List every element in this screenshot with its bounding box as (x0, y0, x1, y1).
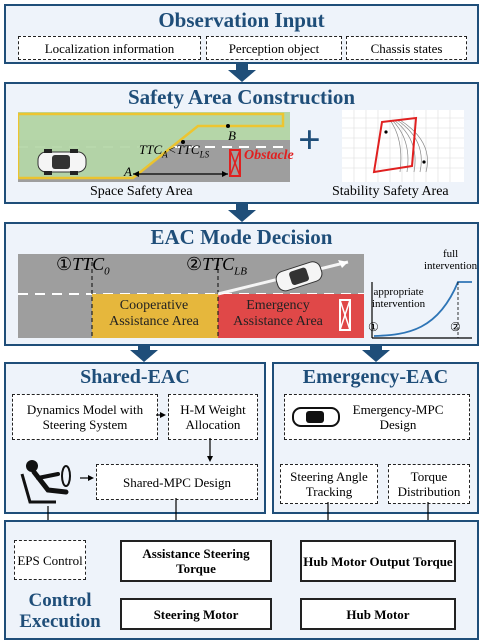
control-title: Control Execution (19, 590, 101, 632)
arrow-obs-to-safety (228, 64, 256, 82)
eac-obstacle-icon (339, 299, 351, 331)
shared-mpc-box: Shared-MPC Design (96, 464, 258, 500)
coop-area-label: Cooperative Assistance Area (109, 298, 199, 329)
steering-angle-box: Steering Angle Tracking (280, 464, 378, 504)
stability-safety-diagram (342, 110, 464, 182)
driver-icon (20, 460, 71, 504)
obstacle-icon (229, 149, 241, 177)
arrow-eac-to-emergency (362, 344, 390, 362)
shared-eac-title: Shared-EAC (80, 366, 190, 388)
dynamics-model-box: Dynamics Model with Steering System (12, 394, 158, 440)
stability-safety-label: Stability Safety Area (332, 184, 449, 199)
obstacle-label: Obstacle (244, 148, 294, 163)
space-safety-label: Space Safety Area (90, 184, 193, 199)
arrow-safety-to-eac (228, 204, 256, 222)
safety-title: Safety Area Construction (127, 85, 356, 109)
observation-title: Observation Input (158, 8, 325, 32)
curve-marker-2: ② (450, 320, 461, 334)
eac-panel: EAC Mode Decision ①TTC0 ②TTCLB Cooperati… (4, 222, 479, 346)
ttc-condition: TTCA<TTCLS (139, 142, 210, 160)
hub-motor-box: Hub Motor (300, 598, 456, 630)
perception-box: Perception object (206, 36, 342, 60)
safety-panel: Safety Area Construction B A TTCA<TTCLS (4, 82, 479, 204)
hub-output-box: Hub Motor Output Torque (300, 540, 456, 582)
arrow-eac-to-shared (130, 344, 158, 362)
emergency-eac-panel: Emergency-EAC Emergency-MPC Design Steer… (272, 362, 479, 514)
ego-car-icon (37, 149, 87, 175)
eac-title: EAC Mode Decision (150, 225, 333, 249)
ttclb-label: ②TTCLB (186, 254, 248, 278)
assist-torque-box: Assistance Steering Torque (120, 540, 272, 582)
intervention-curve (371, 281, 472, 339)
observation-panel: Observation Input Localization informati… (4, 4, 479, 64)
shared-eac-panel: Shared-EAC Dynamics Model with Steering … (4, 362, 266, 514)
eac-car-icon (275, 261, 323, 292)
eac-road-diagram (18, 254, 364, 338)
emerg-area-label: Emergency Assistance Area (233, 298, 323, 329)
torque-distribution-box: Torque Distribution (388, 464, 470, 504)
point-a-label: A (124, 164, 132, 179)
space-safety-diagram (18, 112, 290, 182)
full-intervention-label: full intervention (424, 248, 478, 272)
localization-box: Localization information (18, 36, 201, 60)
eps-control-box: EPS Control (14, 540, 86, 580)
point-b-label: B (228, 128, 236, 143)
emergency-eac-title: Emergency-EAC (302, 366, 449, 388)
hm-weight-box: H-M Weight Allocation (168, 394, 258, 440)
appropriate-intervention-label: appropriate intervention (372, 286, 426, 310)
steering-motor-box: Steering Motor (120, 598, 272, 630)
chassis-box: Chassis states (346, 36, 467, 60)
plus-sign: + (298, 117, 321, 162)
curve-marker-1: ① (368, 320, 379, 334)
emergency-car-icon (292, 407, 340, 427)
ttc0-label: ①TTC0 (56, 254, 110, 278)
